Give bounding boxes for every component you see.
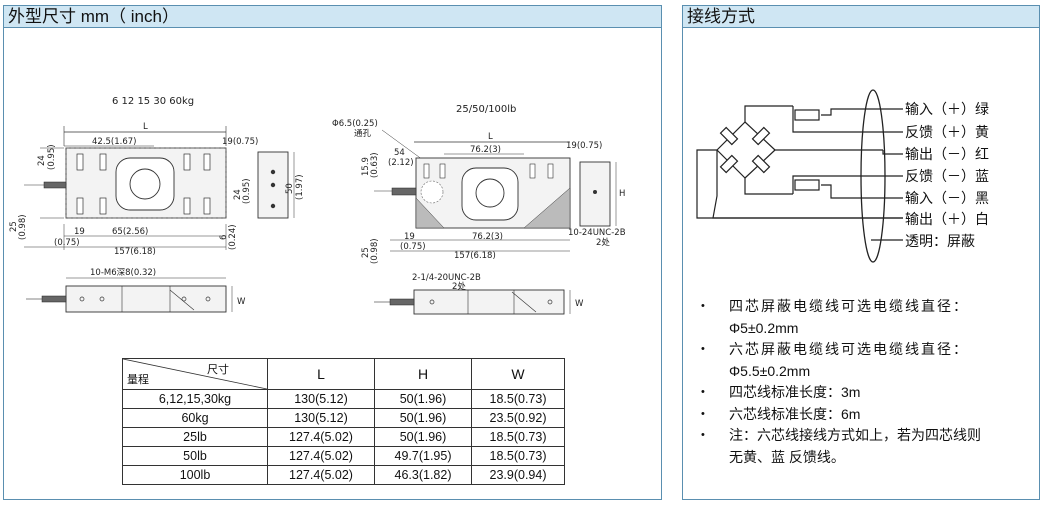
- drawing-a-dim-24-inch: (0.95): [47, 144, 57, 170]
- drawing-b-dim-bot-19-inch: (0.75): [400, 242, 426, 252]
- drawing-a-dim-w: W: [237, 297, 246, 307]
- table-row: 60kg 130(5.12) 50(1.96) 23.5(0.92): [122, 408, 565, 428]
- drawing-b-dim-l: L: [488, 132, 493, 142]
- header-w: W: [471, 358, 565, 390]
- drawing-b-dim-bot-19: 19: [404, 232, 415, 242]
- dimension-drawings: 6 12 15 30 60kg L 42.5(1.67) 19(0.75): [9, 96, 626, 315]
- drawing-a-dim-side-50: 50: [285, 183, 295, 194]
- cable-notes: 四芯屏蔽电缆线可选电缆线直径： Φ5±0.2mm 六芯屏蔽电缆线可选电缆线直径：…: [701, 296, 1031, 468]
- header-h: H: [374, 358, 472, 390]
- drawing-a-dim-side-50-inch: (1.97): [295, 174, 305, 200]
- header-dimension-label: 尺寸: [207, 364, 229, 376]
- spec-table-header: 尺寸 量程 L H W: [122, 358, 565, 390]
- drawing-a-dim-bot-19-inch: (0.75): [54, 238, 80, 248]
- drawing-a-dim-6-inch: (0.24): [228, 224, 238, 250]
- wiring-panel: 接线方式: [682, 5, 1040, 500]
- dimensions-panel: 外型尺寸 mm（ inch） 6 12 15 30 60kg L 42.5(1.…: [3, 5, 662, 500]
- table-row: 100lb 127.4(5.02) 46.3(1.82) 23.9(0.94): [122, 465, 565, 485]
- drawing-a: 6 12 15 30 60kg L 42.5(1.67) 19(0.75): [9, 96, 305, 313]
- drawing-a-dim-25: 25: [9, 221, 19, 232]
- drawing-a-thread: 10-M6深8(0.32): [90, 268, 156, 278]
- drawing-a-dim-25-inch: (0.98): [18, 214, 28, 240]
- drawing-b: 25/50/100lb Φ6.5(0.25) 通孔 L 54 (2.12) 76…: [332, 104, 626, 315]
- list-item: 六芯线标准长度：6m: [701, 404, 1031, 426]
- wire-feedback-plus-yellow: 反馈（＋）黄: [905, 124, 989, 141]
- drawing-b-thread-side-count: 2处: [596, 237, 610, 248]
- drawing-b-thread-top-count: 2处: [452, 281, 466, 292]
- drawing-b-dim-15: 15.9: [361, 157, 371, 176]
- drawing-b-hole-note: 通孔: [354, 128, 372, 139]
- table-cell: 130(5.12): [267, 389, 375, 409]
- table-row: 6,12,15,30kg 130(5.12) 50(1.96) 18.5(0.7…: [122, 389, 565, 409]
- drawing-b-hole: Φ6.5(0.25): [332, 119, 378, 129]
- table-cell: 49.7(1.95): [374, 446, 472, 466]
- dimensions-panel-title: 外型尺寸 mm（ inch）: [4, 6, 661, 28]
- spec-table: 尺寸 量程 L H W 6,12,15,30kg 130(5.12) 50(1.…: [122, 358, 565, 485]
- drawing-a-dim-l: L: [143, 122, 148, 132]
- table-row: 25lb 127.4(5.02) 50(1.96) 18.5(0.73): [122, 427, 565, 447]
- drawing-b-dim-76-bot: 76.2(3): [472, 232, 503, 242]
- drawing-a-dim-6: 6: [219, 235, 229, 240]
- drawing-b-dim-w: W: [575, 299, 584, 309]
- drawing-a-dim-bot-19: 19: [74, 227, 85, 237]
- drawing-b-dim-54: 54: [394, 148, 405, 158]
- wire-input-minus-black: 输入（－）黑: [905, 191, 989, 207]
- table-cell: 50(1.96): [374, 389, 472, 409]
- table-cell: 18.5(0.73): [471, 389, 565, 409]
- table-cell: 50(1.96): [374, 427, 472, 447]
- wire-input-plus-green: 输入（＋）绿: [905, 102, 989, 118]
- table-cell: 50(1.96): [374, 408, 472, 428]
- drawing-a-dim-157: 157(6.18): [114, 247, 156, 257]
- wiring-diagram: 输入（＋）绿 反馈（＋）黄 输出（－）红 反馈（－）蓝 输入（－）黑 输出（＋）…: [696, 89, 989, 263]
- header-l: L: [267, 358, 375, 390]
- list-item: 四芯线标准长度：3m: [701, 382, 1031, 404]
- drawing-b-dim-157: 157(6.18): [454, 251, 496, 261]
- wire-feedback-minus-blue: 反馈（－）蓝: [905, 169, 989, 185]
- table-row: 50lb 127.4(5.02) 49.7(1.95) 18.5(0.73): [122, 446, 565, 466]
- table-cell: 18.5(0.73): [471, 427, 565, 447]
- drawing-b-dim-15-inch: (0.63): [370, 152, 380, 178]
- list-item: 注：六芯线接线方式如上，若为四芯线则 无黄、蓝 反馈线。: [701, 425, 1031, 468]
- drawing-a-dim-mid-24-inch: (0.95): [242, 178, 252, 204]
- table-cell: 130(5.12): [267, 408, 375, 428]
- table-cell: 50lb: [122, 446, 268, 466]
- header-range-label: 量程: [127, 374, 149, 386]
- drawing-b-thread-side: 10-24UNC-2B: [568, 228, 626, 238]
- drawing-b-thread-top: 2-1/4-20UNC-2B: [412, 273, 481, 283]
- wire-output-plus-white: 输出（＋）白: [905, 212, 989, 228]
- table-cell: 6,12,15,30kg: [122, 389, 268, 409]
- drawing-b-dim-25: 25: [361, 247, 371, 258]
- drawing-a-caption: 6 12 15 30 60kg: [112, 96, 194, 107]
- wiring-panel-title: 接线方式: [683, 6, 1039, 28]
- table-cell: 46.3(1.82): [374, 465, 472, 485]
- table-cell: 100lb: [122, 465, 268, 485]
- drawing-b-caption: 25/50/100lb: [456, 104, 516, 115]
- table-cell: 23.5(0.92): [471, 408, 565, 428]
- drawing-b-dim-76-top: 76.2(3): [470, 145, 501, 155]
- drawing-b-dim-h: H: [619, 189, 625, 199]
- spec-header-corner: 尺寸 量程: [122, 358, 268, 390]
- drawing-b-dim-19: 19(0.75): [566, 141, 602, 151]
- drawing-b-dim-25-inch: (0.98): [370, 238, 380, 264]
- drawing-a-dim-65: 65(2.56): [112, 227, 148, 237]
- list-item: 四芯屏蔽电缆线可选电缆线直径： Φ5±0.2mm: [701, 296, 1031, 339]
- table-cell: 23.9(0.94): [471, 465, 565, 485]
- table-cell: 127.4(5.02): [267, 446, 375, 466]
- table-cell: 127.4(5.02): [267, 427, 375, 447]
- drawing-a-dim-42: 42.5(1.67): [92, 137, 136, 147]
- drawing-a-dim-19: 19(0.75): [222, 137, 258, 147]
- table-cell: 25lb: [122, 427, 268, 447]
- wire-output-minus-red: 输出（－）红: [905, 147, 989, 163]
- wire-shield-transparent: 透明：屏蔽: [905, 234, 975, 250]
- table-cell: 60kg: [122, 408, 268, 428]
- table-cell: 18.5(0.73): [471, 446, 565, 466]
- drawing-b-dim-54-inch: (2.12): [388, 158, 414, 168]
- drawing-a-dim-24: 24: [37, 155, 47, 166]
- table-cell: 127.4(5.02): [267, 465, 375, 485]
- drawing-a-dim-mid-24: 24: [233, 189, 243, 200]
- list-item: 六芯屏蔽电缆线可选电缆线直径： Φ5.5±0.2mm: [701, 339, 1031, 382]
